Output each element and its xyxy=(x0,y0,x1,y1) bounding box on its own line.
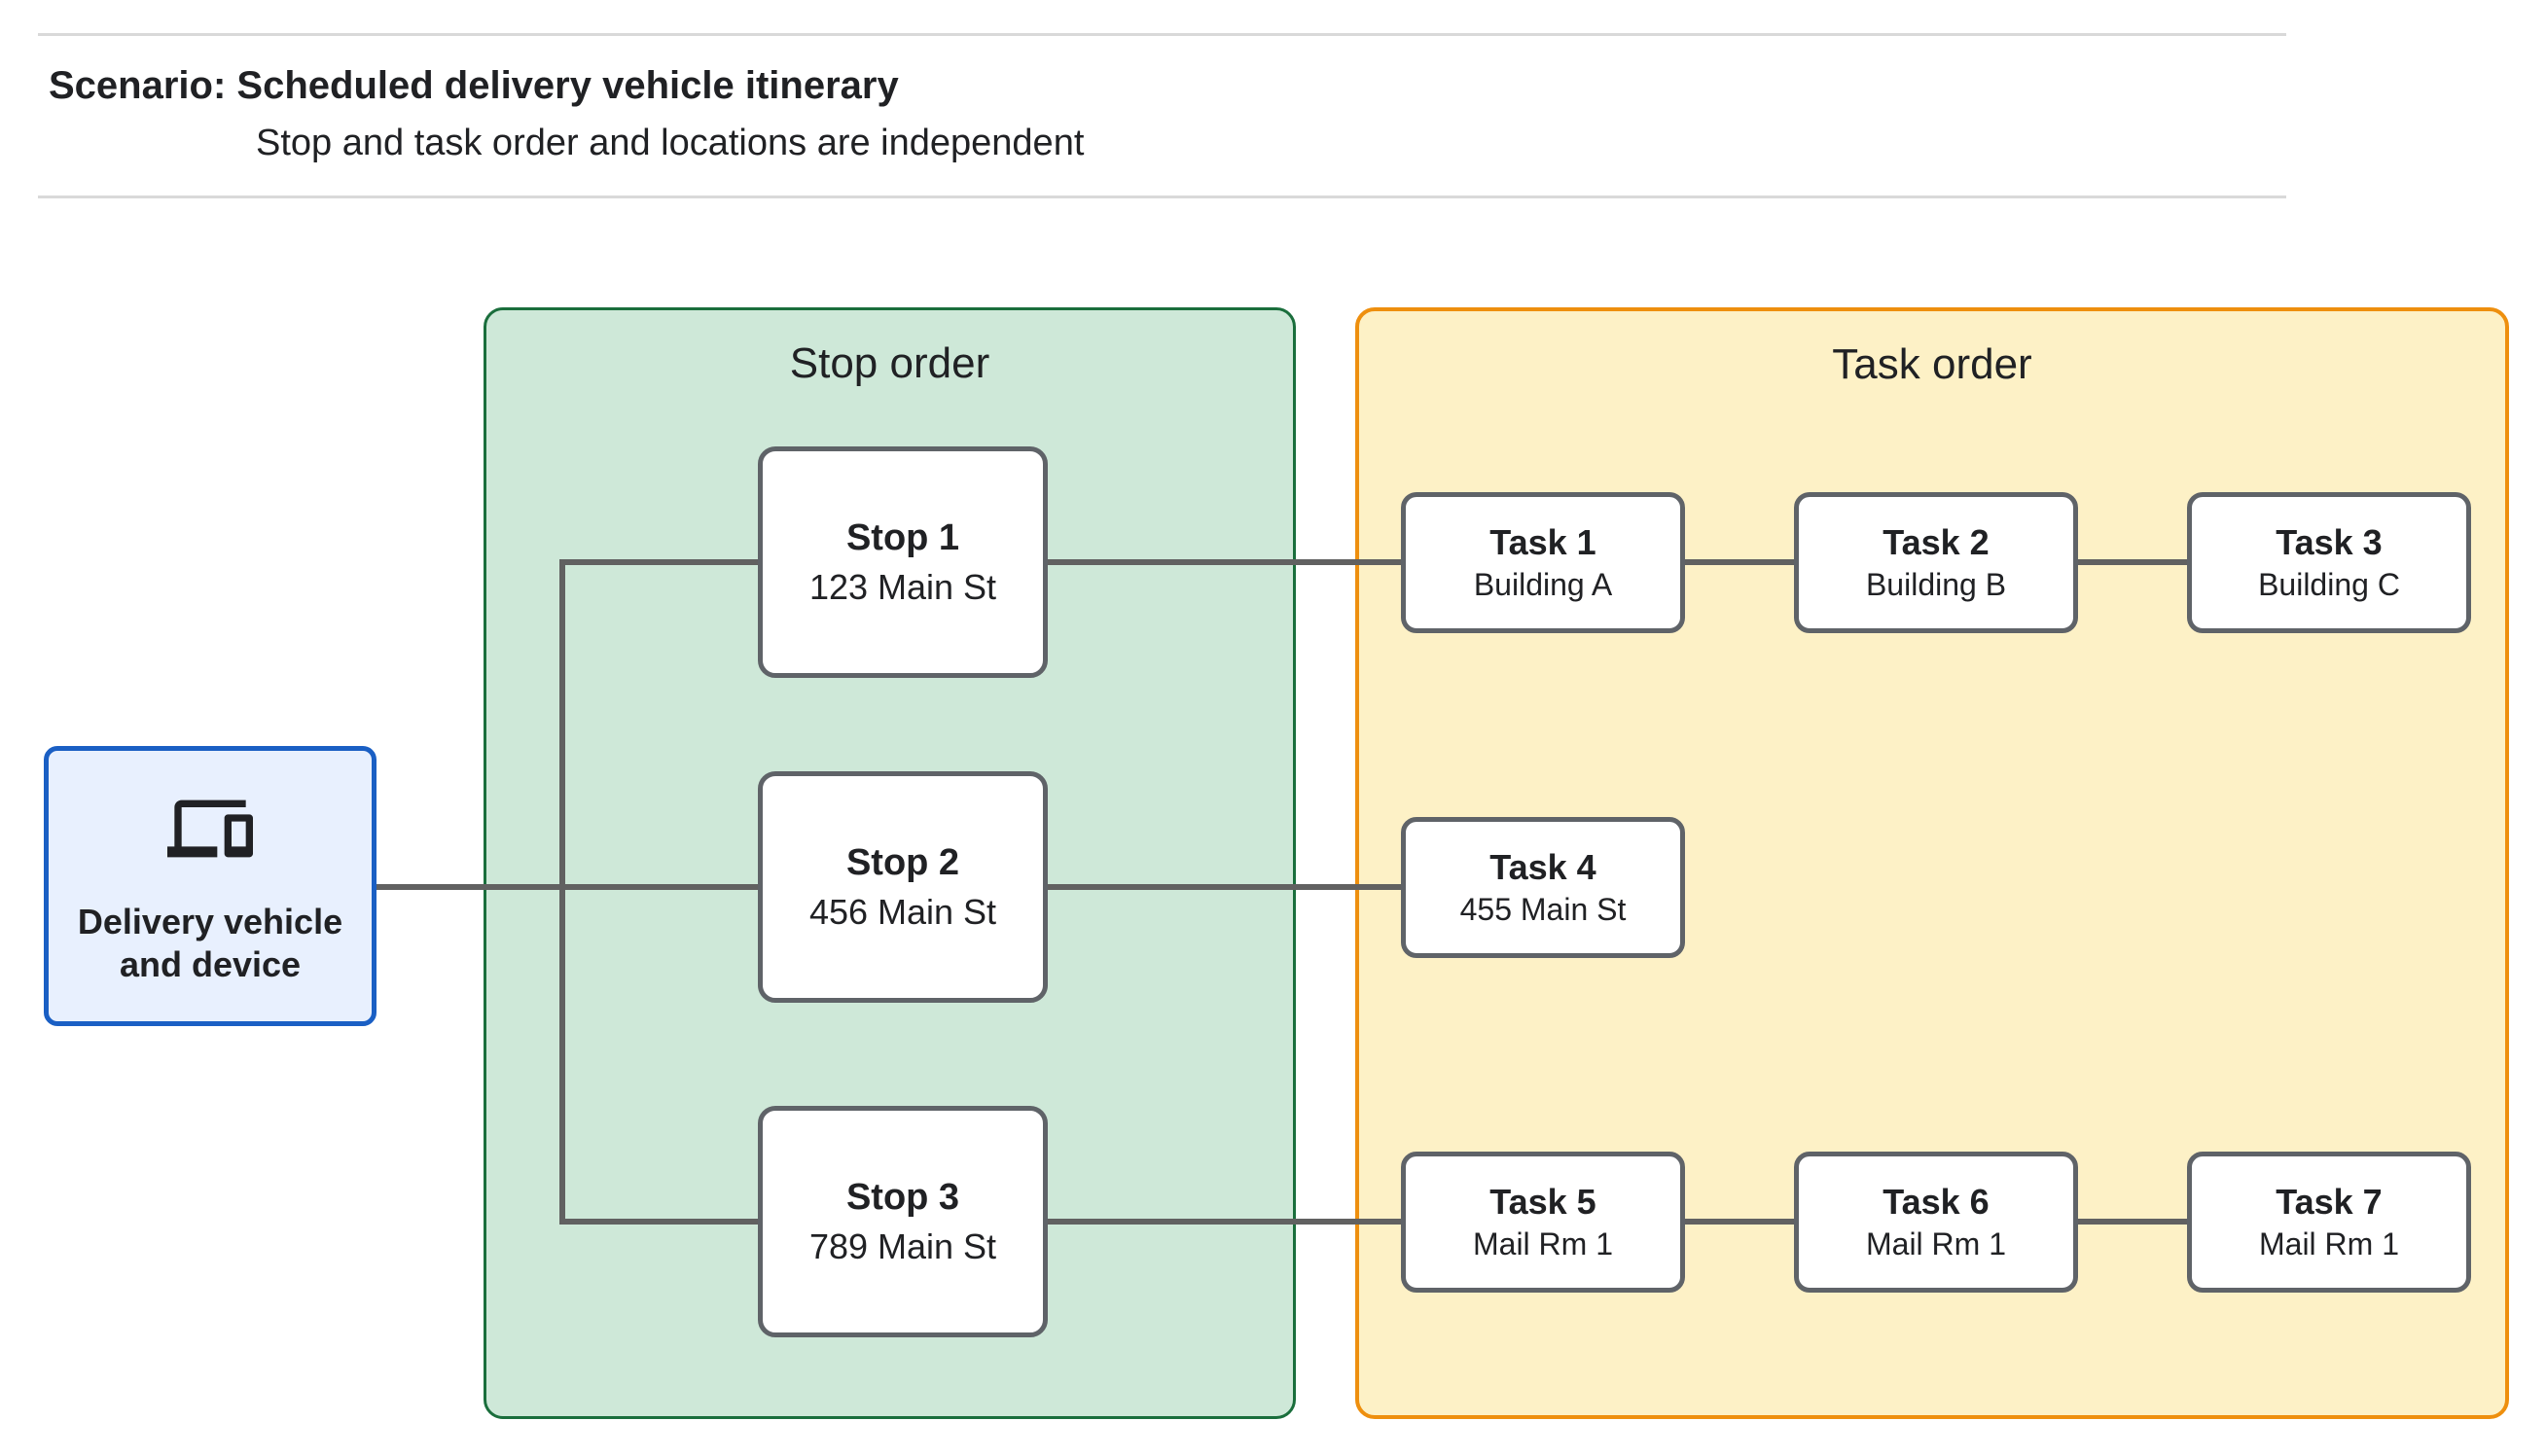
connector-stop1-to-task1 xyxy=(1048,559,1401,565)
task-location: Building B xyxy=(1865,567,2007,602)
task-title: Task 2 xyxy=(1883,522,1990,562)
connector-trunk-to-stop1 xyxy=(559,559,758,565)
connector-task1-to-task2 xyxy=(1685,559,1794,565)
delivery-vehicle-label: Delivery vehicle and device xyxy=(77,902,343,984)
stop-2-node: Stop 2 456 Main St xyxy=(758,771,1048,1003)
task-title: Task 3 xyxy=(2276,522,2383,562)
task-location: 455 Main St xyxy=(1459,892,1627,927)
task-3-node: Task 3 Building C xyxy=(2187,492,2471,633)
task-order-panel-title: Task order xyxy=(1832,340,2032,388)
header-divider xyxy=(38,195,2286,198)
page-subtitle: Stop and task order and locations are in… xyxy=(256,123,1085,163)
task-1-node: Task 1 Building A xyxy=(1401,492,1685,633)
connector-stop3-to-task5 xyxy=(1048,1219,1401,1225)
task-title: Task 5 xyxy=(1489,1182,1596,1222)
task-6-node: Task 6 Mail Rm 1 xyxy=(1794,1152,2078,1293)
connector-task5-to-task6 xyxy=(1685,1219,1794,1225)
delivery-vehicle-node: Delivery vehicle and device xyxy=(44,746,377,1026)
connector-task2-to-task3 xyxy=(2078,559,2187,565)
connector-trunk xyxy=(559,559,565,1225)
stop-title: Stop 3 xyxy=(845,1177,960,1218)
stop-1-node: Stop 1 123 Main St xyxy=(758,446,1048,678)
task-4-node: Task 4 455 Main St xyxy=(1401,817,1685,958)
task-title: Task 6 xyxy=(1883,1182,1990,1222)
connector-stop2-to-task4 xyxy=(1048,884,1401,890)
task-title: Task 1 xyxy=(1489,522,1596,562)
connector-trunk-to-stop3 xyxy=(559,1219,758,1225)
stop-title: Stop 2 xyxy=(845,842,960,883)
top-divider xyxy=(38,33,2286,36)
page-title: Scenario: Scheduled delivery vehicle iti… xyxy=(49,64,899,107)
stop-3-node: Stop 3 789 Main St xyxy=(758,1106,1048,1337)
task-location: Mail Rm 1 xyxy=(1865,1226,2006,1261)
connector-task6-to-task7 xyxy=(2078,1219,2187,1225)
task-location: Mail Rm 1 xyxy=(2258,1226,2399,1261)
task-2-node: Task 2 Building B xyxy=(1794,492,2078,633)
task-location: Building C xyxy=(2258,567,2400,602)
task-7-node: Task 7 Mail Rm 1 xyxy=(2187,1152,2471,1293)
stop-order-panel-title: Stop order xyxy=(789,339,990,387)
stop-location: 123 Main St xyxy=(808,567,997,607)
stop-title: Stop 1 xyxy=(845,517,960,558)
connector-vehicle-to-stop2 xyxy=(377,884,758,890)
task-title: Task 7 xyxy=(2276,1182,2383,1222)
stop-location: 789 Main St xyxy=(808,1226,997,1266)
stop-location: 456 Main St xyxy=(808,892,997,932)
task-5-node: Task 5 Mail Rm 1 xyxy=(1401,1152,1685,1293)
task-location: Mail Rm 1 xyxy=(1472,1226,1613,1261)
task-location: Building A xyxy=(1473,567,1613,602)
devices-icon xyxy=(167,786,253,871)
task-title: Task 4 xyxy=(1489,847,1596,887)
